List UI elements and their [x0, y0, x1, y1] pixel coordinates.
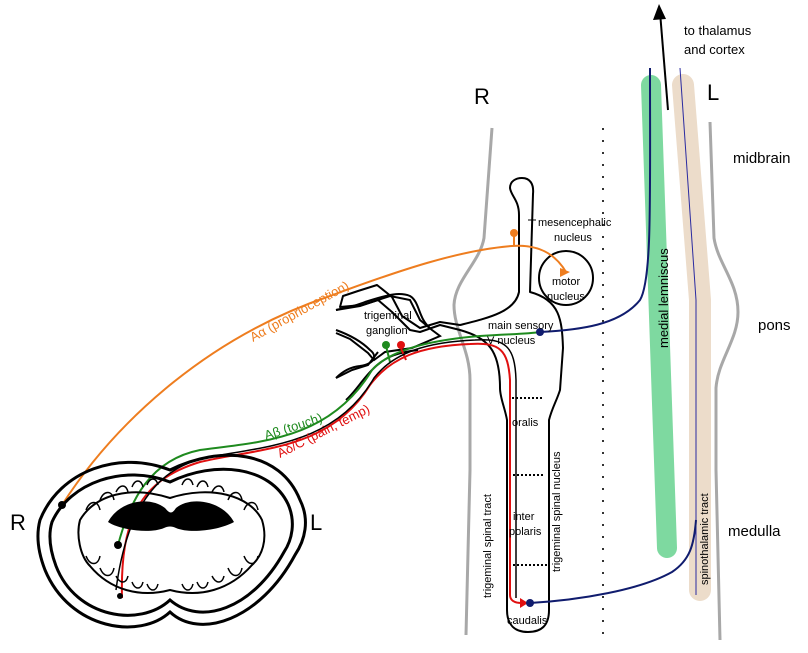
receptor-proprioception [58, 501, 66, 509]
label-interpolaris-line2: polaris [509, 526, 542, 538]
pain-cell-body [397, 341, 405, 349]
spinothalamic-band [683, 85, 700, 590]
label-fiber-proprioception: Aα (proprioception) [247, 278, 351, 345]
label-spinal-tract: trigeminal spinal tract [482, 494, 494, 598]
label-main-sensory-line2: V nucleus [487, 335, 536, 347]
label-side-right-upper: R [474, 84, 490, 109]
label-spinal-nucleus: trigeminal spinal nucleus [551, 451, 563, 572]
label-caudalis: caudalis [507, 615, 548, 627]
label-motor-line2: nucleus [547, 291, 585, 303]
label-pons: pons [758, 317, 791, 334]
label-interpolaris-line1: inter [513, 511, 535, 523]
label-oralis: oralis [512, 417, 539, 429]
receptor-pain [117, 593, 123, 599]
label-spinothalamic-tract: spinothalamic tract [699, 493, 711, 585]
brainstem-right-edge [710, 122, 738, 640]
label-thalamus-line2: and cortex [684, 42, 745, 57]
palate [108, 501, 234, 531]
touch-cell-body [382, 341, 390, 349]
label-side-left-upper: L [707, 80, 719, 105]
proprioception-cell-body [510, 229, 518, 237]
fiber-black [116, 340, 516, 598]
label-main-sensory-line1: main sensory [488, 320, 554, 332]
fiber-proprioception [62, 246, 566, 505]
label-trigeminal-line2: ganglion [366, 325, 408, 337]
mouth-inner-lip [50, 469, 292, 615]
label-side-left-lower: L [310, 510, 322, 535]
label-mesencephalic-line2: nucleus [554, 232, 592, 244]
label-midbrain: midbrain [733, 150, 791, 167]
label-medulla: medulla [728, 523, 781, 540]
label-side-right-lower: R [10, 510, 26, 535]
label-thalamus-line1: to thalamus [684, 23, 752, 38]
fiber-pain-temp [122, 344, 522, 603]
teeth-upper [86, 479, 258, 510]
label-trigeminal-line1: trigeminal [364, 310, 412, 322]
caudalis-neuron [526, 599, 534, 607]
mouth-cavity [78, 492, 264, 593]
receptor-touch [114, 541, 122, 549]
thalamus-arrowhead [653, 4, 666, 20]
label-motor-line1: motor [552, 276, 580, 288]
label-medial-lemniscus: medial lemniscus [656, 248, 671, 348]
label-mesencephalic-line1: mesencephalic [538, 217, 612, 229]
